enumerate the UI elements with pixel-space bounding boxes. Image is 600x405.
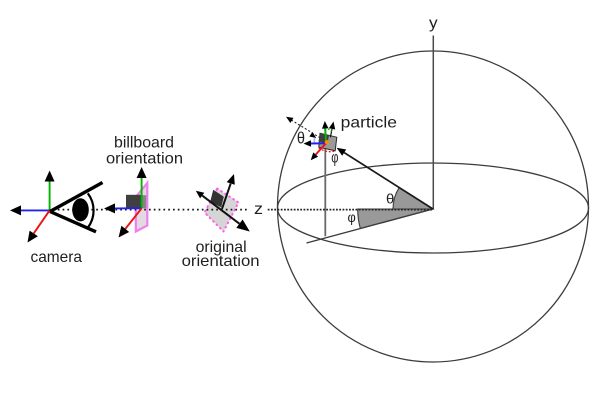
svg-text:orientation: orientation: [106, 151, 183, 168]
svg-text:z: z: [254, 201, 263, 218]
svg-text:θ: θ: [297, 129, 305, 148]
svg-text:billboard: billboard: [114, 135, 174, 152]
svg-text:camera: camera: [31, 249, 83, 266]
svg-text:y: y: [429, 15, 438, 32]
svg-text:orientation: orientation: [182, 253, 260, 270]
svg-text:particle: particle: [341, 114, 397, 131]
svg-text:φ: φ: [348, 209, 356, 225]
svg-text:θ: θ: [386, 191, 395, 207]
svg-text:φ: φ: [331, 150, 338, 167]
